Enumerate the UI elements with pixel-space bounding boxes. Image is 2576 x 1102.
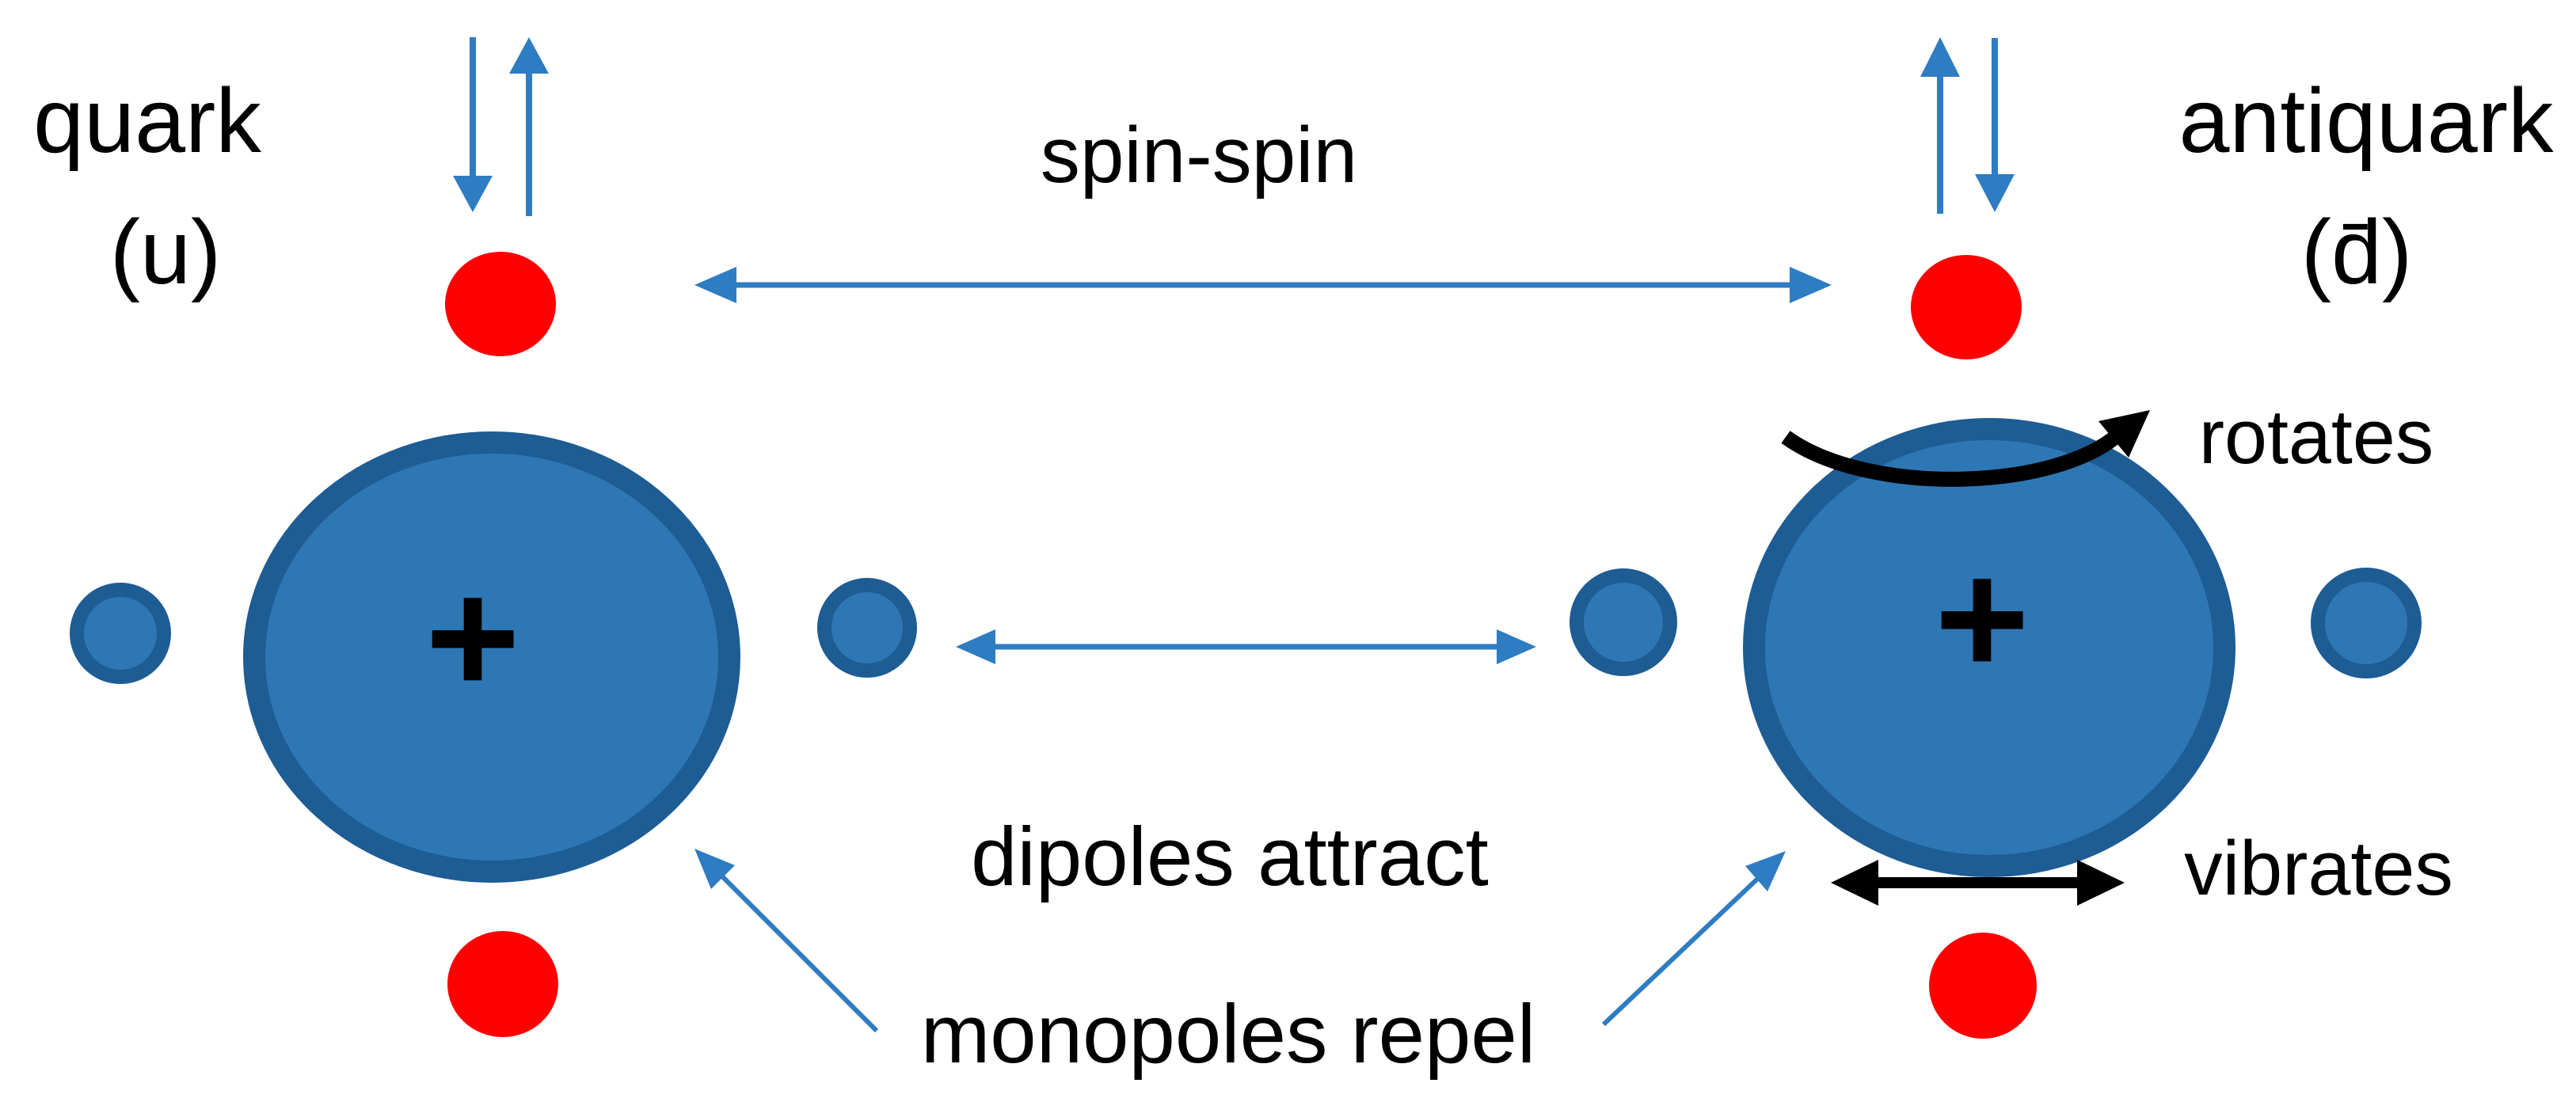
spin-spin-left-arrowhead-icon	[694, 267, 736, 303]
vibration-right-arrowhead-icon	[2077, 860, 2125, 906]
monopoles-repel-label: monopoles repel	[921, 988, 1535, 1081]
antiquark-right-dipole-circle	[2311, 568, 2422, 678]
quark-body-circle	[243, 431, 740, 883]
spin-down-arrow-icon	[1975, 174, 2015, 212]
vibrates-label: vibrates	[2184, 825, 2453, 911]
quark-right-dipole-circle	[817, 578, 917, 678]
spin-spin-double-arrow-icon	[694, 267, 1832, 303]
rotates-label: rotates	[2199, 393, 2434, 480]
spin-spin-right-arrowhead-icon	[1790, 267, 1832, 303]
dipoles-double-arrow-icon	[956, 629, 1536, 664]
monopoles-right-pointer-arrow	[1601, 851, 1786, 1027]
rotation-arrow-icon	[1781, 410, 2150, 487]
spin-up-arrow-icon	[509, 37, 549, 74]
quark-label: quark	[33, 70, 261, 172]
quark-top-red-monopole-dot	[445, 252, 556, 356]
antiquark-bottom-red-monopole-dot	[1929, 933, 2037, 1039]
dipoles-left-arrowhead-icon	[956, 629, 995, 664]
spin-spin-label: spin-spin	[1041, 111, 1357, 200]
dipoles-attract-label: dipoles attract	[971, 811, 1489, 903]
spin-down-arrow-icon	[453, 176, 493, 212]
vibration-left-arrowhead-icon	[1831, 860, 1878, 906]
quark-plus-charge-label: +	[425, 547, 520, 728]
quark-bottom-red-monopole-dot	[447, 931, 558, 1037]
antiquark-body-circle	[1743, 418, 2235, 877]
antiquark-label: antiquark	[2178, 70, 2554, 172]
quark-spin-arrows	[453, 37, 549, 216]
vibration-double-arrow-icon	[1831, 860, 2125, 906]
antiquark-left-dipole-circle	[1570, 568, 1677, 676]
monopoles-left-arrowhead-icon	[694, 849, 735, 889]
monopoles-left-pointer-arrow	[694, 849, 879, 1033]
quark-left-dipole-circle	[70, 583, 171, 684]
antiquark-plus-charge-label: +	[1935, 528, 2030, 709]
monopoles-left-arrow-shaft	[713, 867, 879, 1033]
rotation-arrowhead-icon	[2098, 410, 2150, 458]
rotation-arc	[1781, 426, 2126, 487]
monopoles-right-arrow-shaft	[1601, 869, 1767, 1027]
quark-symbol-label: (u)	[110, 202, 222, 303]
antiquark-spin-arrows	[1920, 37, 2015, 214]
spin-up-arrow-icon	[1920, 37, 1960, 77]
antiquark-symbol-label: (d̄)	[2301, 202, 2413, 303]
dipoles-right-arrowhead-icon	[1497, 629, 1536, 664]
antiquark-top-red-monopole-dot	[1911, 255, 2022, 359]
monopoles-right-arrowhead-icon	[1745, 851, 1786, 891]
